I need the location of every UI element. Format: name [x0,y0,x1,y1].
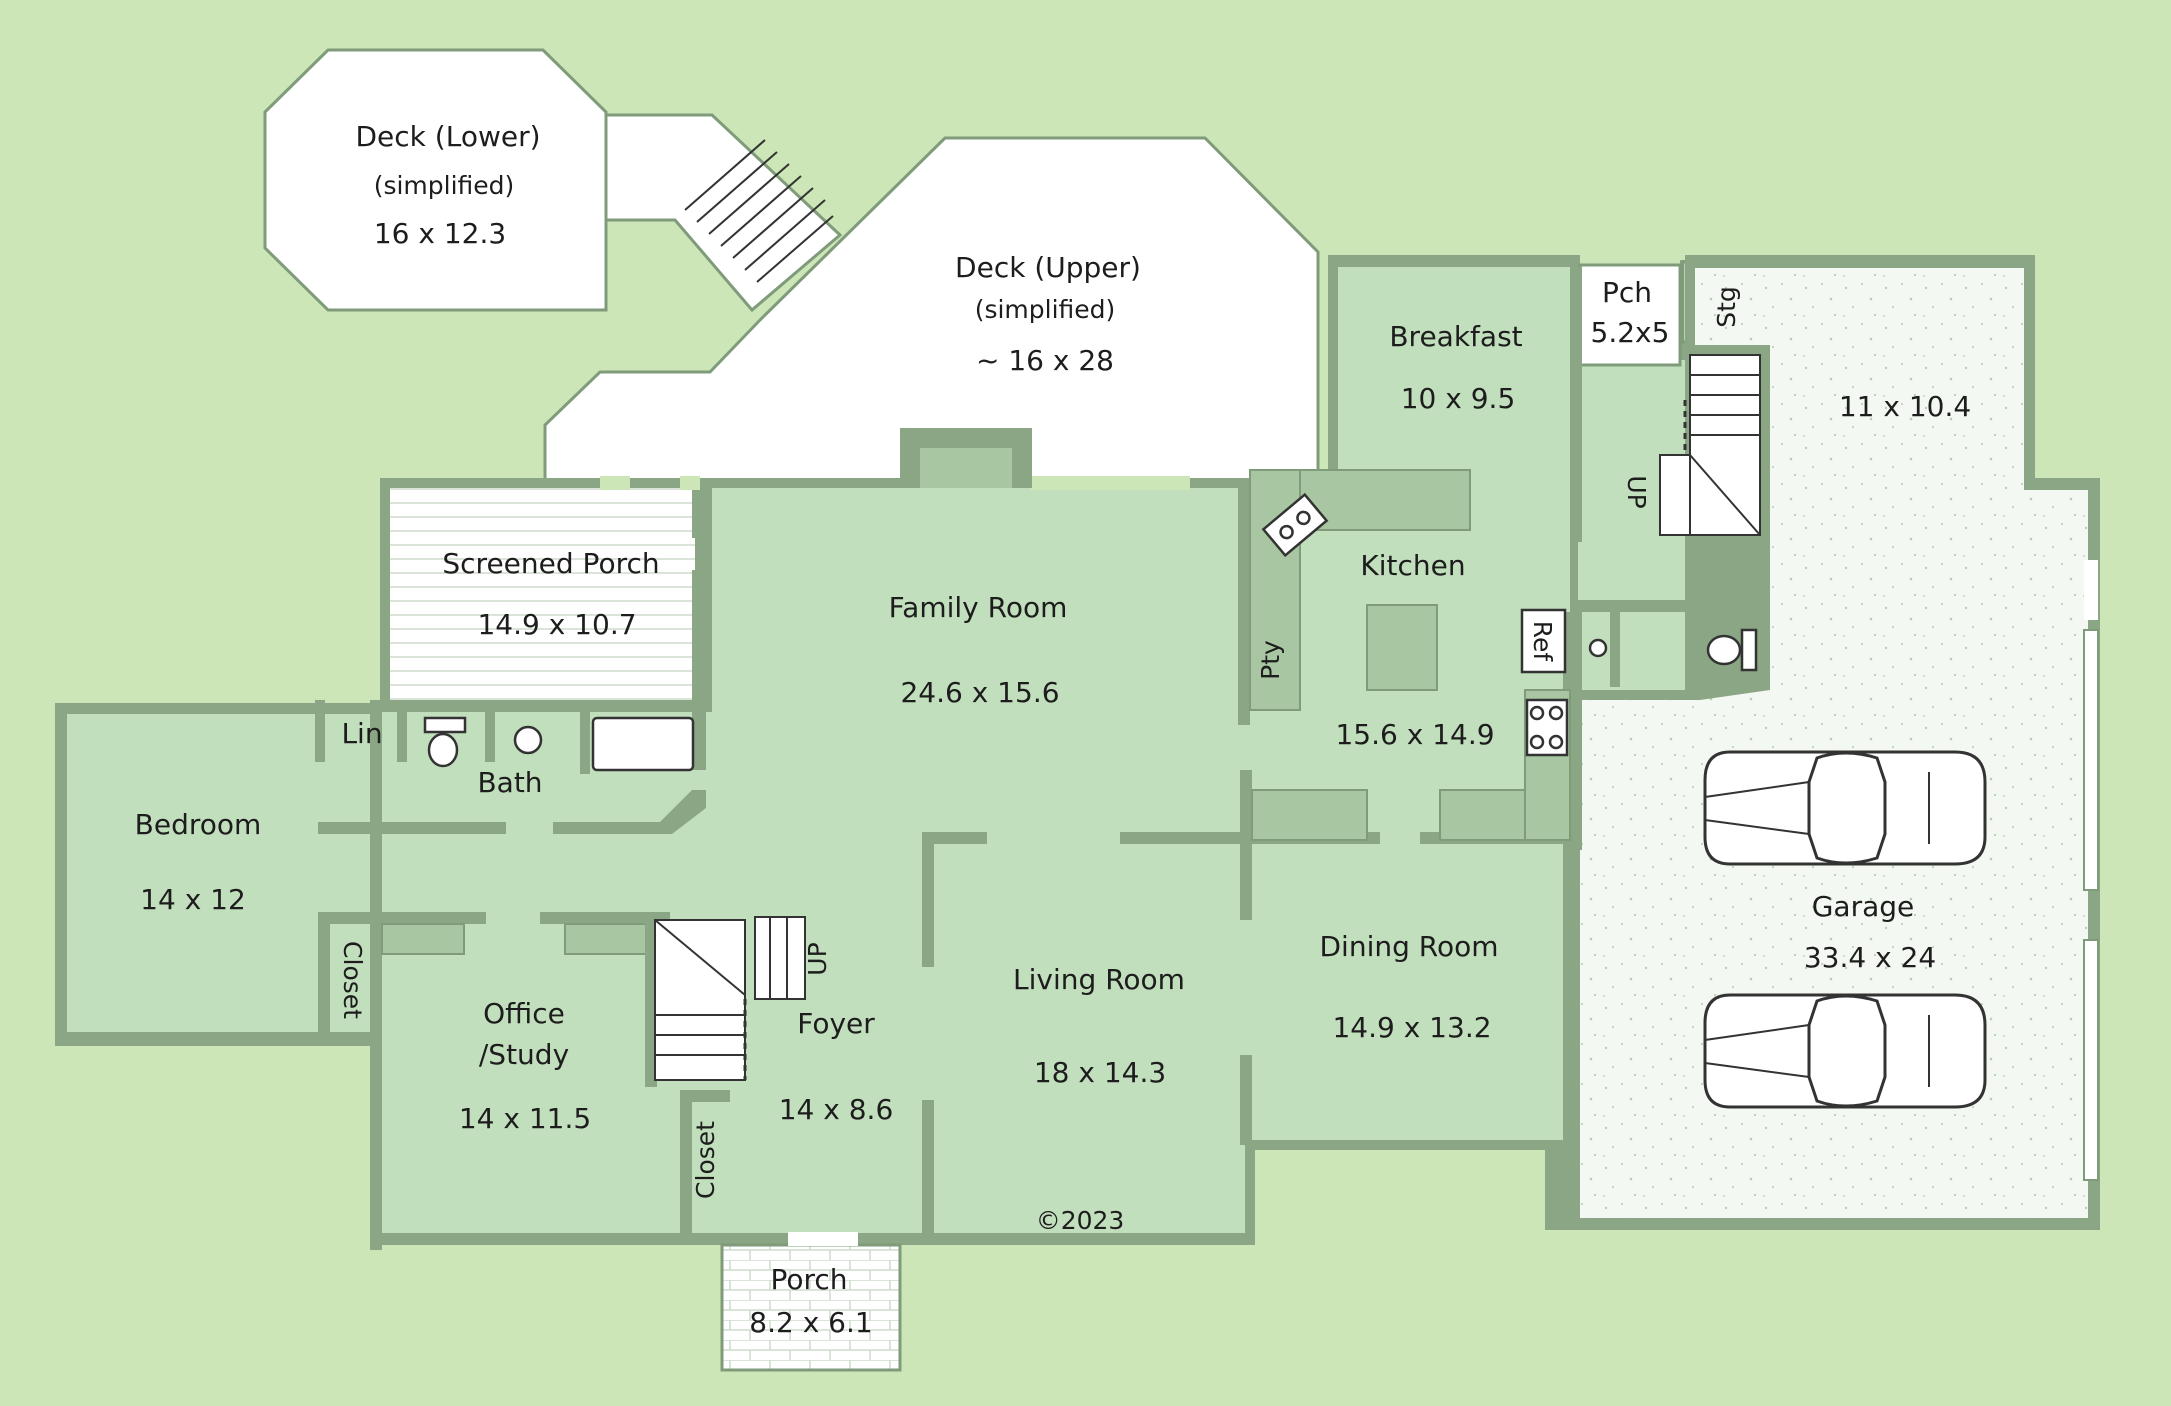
bath-label: Bath [477,766,542,799]
deck-lower-note: (simplified) [374,171,515,200]
refrigerator-icon [1520,608,1567,674]
pch-dims: 5.2x5 [1591,316,1670,349]
foyer-stairs-up-label: UP [803,942,832,975]
garage-stairs-up-label: UP [1622,475,1651,508]
kitchen-dims: 15.6 x 14.9 [1335,718,1494,751]
bedroom-dims: 14 x 12 [140,883,246,916]
deck-upper-note: (simplified) [975,295,1116,324]
fixtures [423,492,1758,772]
living-room-dims: 18 x 14.3 [1034,1056,1166,1089]
dining-room-dims: 14.9 x 13.2 [1332,1011,1491,1044]
living-room-label: Living Room [1013,963,1185,996]
foyer-stairs [654,916,806,1081]
breakfast-dims: 10 x 9.5 [1401,382,1516,415]
deck-lower-dims: 16 x 12.3 [374,217,506,250]
garage [1545,255,2100,1230]
pch-label: Pch [1602,276,1652,309]
front-porch [720,1232,902,1372]
garage-label: Garage [1812,890,1915,923]
foyer-dims: 14 x 8.6 [779,1093,894,1126]
foyer-closet-label: Closet [691,1121,720,1199]
bedroom-label: Bedroom [135,808,262,841]
bathroom-sink-icon [513,725,543,755]
deck-upper-dims: ~ 16 x 28 [976,344,1114,377]
stove-icon [1525,698,1569,757]
toilet-icon [1706,628,1758,672]
office-label-line1: Office [483,997,565,1030]
bathtub-icon [591,716,695,772]
kitchen-label: Kitchen [1360,549,1465,582]
linen-label: Lin [341,717,382,750]
pantry-label: Pty [1256,640,1285,680]
family-room-label: Family Room [889,591,1068,624]
foyer-label: Foyer [797,1007,875,1040]
kitchen-sink-icon [1261,492,1329,558]
garage-upper-dims: 11 x 10.4 [1839,390,1971,423]
family-room-dims: 24.6 x 15.6 [900,676,1059,709]
deck-upper-label: Deck (Upper) [955,251,1141,284]
garage-dims: 33.4 x 24 [1804,941,1936,974]
car-icon [1703,993,1987,1109]
garage-stairs [1659,354,1761,536]
deck-upper [543,136,1320,487]
refrigerator-label: Ref [1528,621,1557,663]
bedroom-closet-label: Closet [338,941,367,1019]
office-label-line2: /Study [479,1038,569,1071]
car-icon [1703,750,1987,866]
deck-lower-label: Deck (Lower) [355,120,540,153]
sink-icon [1588,638,1608,658]
toilet-icon [423,716,467,768]
porch-label: Porch [770,1263,847,1296]
copyright: ©2023 [1036,1206,1125,1235]
porch-dims: 8.2 x 6.1 [749,1306,872,1339]
stg-label: Stg [1712,286,1741,328]
screened-porch-label: Screened Porch [442,547,659,580]
office-dims: 14 x 11.5 [459,1102,591,1135]
screened-porch-dims: 14.9 x 10.7 [477,608,636,641]
deck-lower [263,48,843,313]
breakfast-label: Breakfast [1389,320,1522,353]
dining-room-label: Dining Room [1319,930,1498,963]
